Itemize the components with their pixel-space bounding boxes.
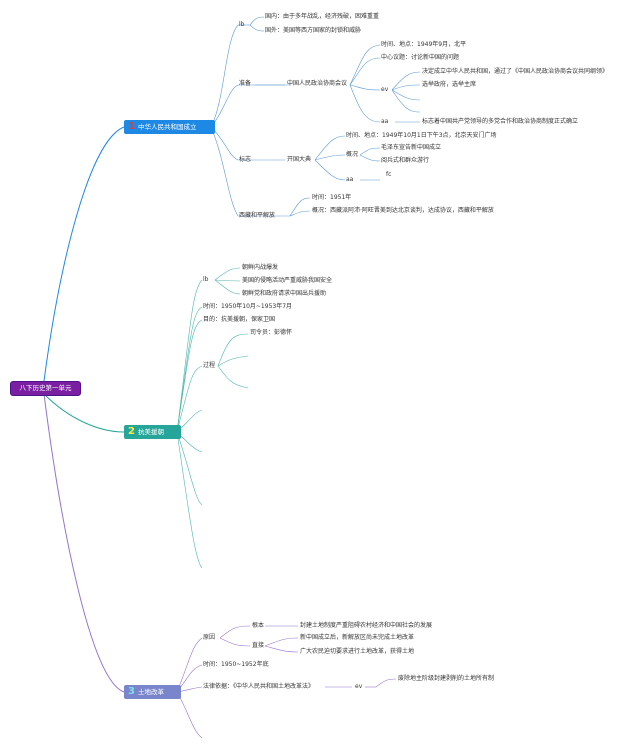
node-overview[interactable]: 概况 [346, 151, 359, 158]
node-aa-item[interactable]: 标志着中国共产党领导的多党合作和政治协商制度正式确立 [422, 118, 579, 125]
node-fc[interactable]: fc [386, 171, 392, 178]
node-l-root-text[interactable]: 封建土地制度严重阻碍农村经济和中国社会的发展 [300, 622, 433, 629]
node-k-process[interactable]: 过程 [203, 362, 216, 369]
root-to-branch2-line [43, 393, 125, 433]
node-k-lb[interactable]: lb [203, 276, 209, 283]
node-l-direct[interactable]: 直接 [252, 642, 265, 649]
node-k-lb-item-2[interactable]: 美国的侵略活动严重威胁我国安全 [242, 277, 333, 284]
node-l-cause[interactable]: 原因 [203, 634, 216, 641]
node-aa[interactable]: aa [381, 118, 389, 125]
node-overview-item-2[interactable]: 阅兵式和群众游行 [381, 157, 430, 164]
branch-number: 3 [128, 686, 135, 697]
node-l-law[interactable]: 法律依据：《中华人民共和国土地改革法》 [203, 683, 315, 690]
node-ev-item-1[interactable]: 决定成立中华人民共和国，通过了《中国人民政治协商会议共同纲领》 [422, 68, 609, 75]
node-l-ev-item[interactable]: 废除地主阶级封建剥削的土地所有制 [398, 675, 495, 682]
node-tibet-overview[interactable]: 概况：西藏派阿沛·阿旺晋美到达北京谈判，达成协议，西藏和平解放 [312, 207, 494, 214]
node-l-direct-item-2[interactable]: 广大农民迫切要求进行土地改革，获得土地 [300, 648, 415, 655]
branch-label: 中华人民共和国成立 [137, 123, 197, 131]
node-cppcc-topic[interactable]: 中心议题：讨论新中国的问题 [381, 54, 460, 61]
branch-label: 抗美援朝 [137, 428, 164, 436]
node-lb[interactable]: lb [239, 21, 245, 28]
root-to-branch3-line [43, 393, 125, 693]
node-k-lb-item-1[interactable]: 朝鲜内战爆发 [242, 264, 279, 271]
branch-number: 1 [128, 121, 135, 132]
node-k-goal[interactable]: 目的：抗美援朝，保家卫国 [203, 316, 276, 323]
root-node[interactable]: 八下历史第一单元 [10, 381, 81, 396]
node-lb-foreign[interactable]: 国外：美国等西方国家的封锁和威胁 [265, 27, 362, 34]
node-sign[interactable]: 标志 [239, 156, 252, 163]
node-ev-item-2[interactable]: 选举政府，选举主席 [422, 81, 477, 88]
node-ev[interactable]: ev [381, 86, 389, 93]
node-tibet-time[interactable]: 时间：1951年 [312, 194, 352, 201]
node-founding-time[interactable]: 时间、地点：1949年10月1日下午3点，北京天安门广场 [346, 132, 497, 139]
node-tibet[interactable]: 西藏和平解放 [239, 212, 276, 219]
node-lb-domestic[interactable]: 国内：由于多年战乱，经济残破，困难重重 [265, 13, 380, 20]
node-l-root-cause[interactable]: 根本 [252, 622, 265, 629]
node-l-ev[interactable]: ev [355, 683, 363, 690]
node-founding-ceremony[interactable]: 开国大典 [287, 156, 312, 163]
node-cppcc-time[interactable]: 时间、地点：1949年9月，北平 [381, 41, 467, 48]
root-to-branch1-line [43, 126, 125, 382]
node-preparation[interactable]: 准备 [239, 80, 252, 87]
node-k-commander[interactable]: 司令员：彭德怀 [250, 329, 293, 336]
node-l-time[interactable]: 时间：1950~1952年底 [203, 661, 269, 668]
branch-label: 土地改革 [137, 688, 164, 696]
node-k-time[interactable]: 时间：1950年10月~1953年7月 [203, 303, 293, 310]
node-l-direct-item-1[interactable]: 新中国成立后，新解放区尚未完成土地改革 [300, 634, 415, 641]
node-overview-item-1[interactable]: 毛泽东宣告新中国成立 [381, 144, 442, 151]
node-aa-2[interactable]: aa [346, 176, 354, 183]
branch-number: 2 [128, 426, 135, 437]
node-k-lb-item-3[interactable]: 朝鲜党和政府请求中国出兵援助 [242, 290, 327, 297]
node-cppcc[interactable]: 中国人民政治协商会议 [287, 80, 348, 87]
